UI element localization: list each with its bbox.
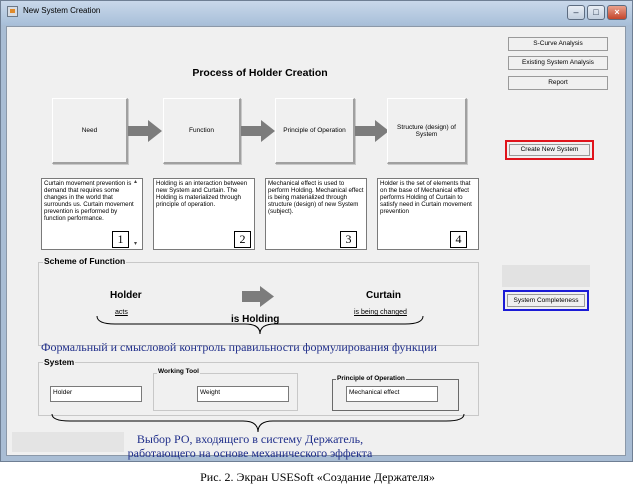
system-field[interactable]: Holder [50, 386, 142, 402]
step-label: Function [189, 127, 214, 134]
title-bar [1, 1, 632, 25]
app-icon [7, 6, 18, 17]
annotation-function-control: Формальный и смысловой контроль правильн… [41, 340, 437, 354]
principle-field[interactable]: Mechanical effect [346, 386, 438, 402]
minimize-icon[interactable]: – [567, 5, 585, 20]
system-title: System [43, 357, 76, 367]
existing-system-analysis-button[interactable]: Existing System Analysis [508, 56, 608, 70]
step-number: 1 [112, 231, 129, 248]
system-completeness-highlight [503, 290, 589, 311]
description-text: Holding is an interaction between new Sy… [156, 180, 248, 208]
step-label: Principle of Operation [283, 127, 346, 134]
working-tool-group [153, 373, 298, 411]
create-new-system-highlight [505, 140, 594, 160]
scheme-title: Scheme of Function [43, 256, 127, 266]
step-principle-button[interactable]: Principle of Operation [275, 98, 355, 164]
step-label: Structure (design) of System [397, 123, 456, 138]
annotation-ro-selection-line1: Выбор РО, входящего в систему Держатель, [136, 432, 364, 446]
close-icon[interactable]: × [607, 5, 627, 20]
step-number: 3 [340, 231, 357, 248]
working-tool-label: Working Tool [157, 368, 200, 375]
figure-caption: Рис. 2. Экран USESoft «Создание Держател… [200, 470, 435, 484]
step-number: 2 [234, 231, 251, 248]
step-need-button[interactable]: Need [52, 98, 128, 164]
structure-description-field[interactable]: Holder is the set of elements that on th… [377, 178, 479, 250]
scheme-subject: Holder [110, 290, 142, 301]
system-completeness-button[interactable]: System Completeness [507, 294, 585, 307]
scheme-of-function-group [38, 262, 479, 346]
brace-annotation [96, 315, 424, 335]
arrow-right-icon [355, 120, 389, 142]
working-tool-value: Weight [200, 389, 221, 396]
brace-annotation [51, 413, 465, 433]
step-structure-button[interactable]: Structure (design) of System [387, 98, 467, 164]
scheme-object: Curtain [366, 290, 401, 301]
step-function-button[interactable]: Function [163, 98, 241, 164]
s-curve-analysis-button[interactable]: S-Curve Analysis [508, 37, 608, 51]
working-tool-field[interactable]: Weight [197, 386, 289, 402]
scroll-up-icon[interactable]: ▴ [134, 179, 138, 185]
maximize-icon[interactable]: □ [587, 5, 605, 20]
description-text: Mechanical effect is used to perform Hol… [268, 180, 364, 215]
annotation-ro-selection-line2: работающего на основе механического эффе… [127, 446, 373, 460]
completeness-panel [502, 265, 590, 287]
description-text: Holder is the set of elements that on th… [380, 180, 472, 215]
arrow-right-icon [128, 120, 162, 142]
report-button[interactable]: Report [508, 76, 608, 90]
scheme-function: is Holding [231, 314, 280, 325]
scroll-down-icon[interactable]: ▾ [134, 241, 138, 247]
principle-description-field[interactable]: Mechanical effect is used to perform Hol… [265, 178, 367, 250]
status-panel [12, 432, 124, 452]
step-number: 4 [450, 231, 467, 248]
need-description-field[interactable]: Curtain movement prevention is demand th… [41, 178, 143, 250]
arrow-right-icon [242, 286, 274, 307]
arrow-right-icon [241, 120, 275, 142]
object-role: is being changed [354, 309, 407, 316]
principle-value: Mechanical effect [349, 389, 400, 396]
subject-role: acts [115, 309, 128, 316]
system-field-value: Holder [53, 389, 73, 396]
description-text: Curtain movement prevention is demand th… [44, 180, 134, 222]
principle-label: Principle of Operation [336, 375, 406, 382]
page-heading: Process of Holder Creation [192, 67, 328, 79]
window-title: New System Creation [23, 6, 101, 15]
step-label: Need [81, 127, 98, 134]
system-group [38, 362, 479, 416]
create-new-system-button[interactable]: Create New System [509, 144, 590, 156]
